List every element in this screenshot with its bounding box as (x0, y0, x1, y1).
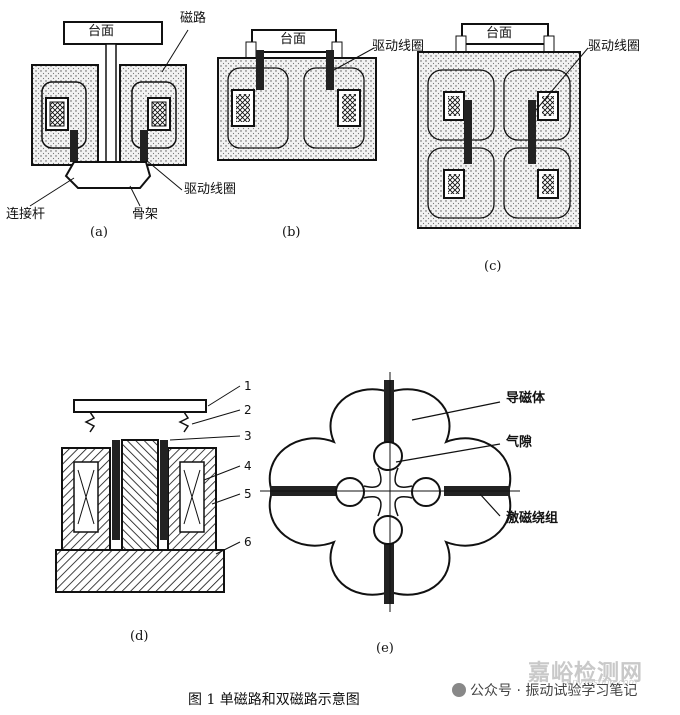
winding-bottom (384, 540, 394, 604)
watermark-url: AnyTesting.com (566, 678, 638, 688)
part-number-6: 6 (244, 535, 252, 549)
part-number-2: 2 (244, 403, 252, 417)
wechat-attribution: 公众号 · 振动试验学习笔记 (452, 680, 637, 700)
drive-coil-left (112, 440, 120, 540)
panel-b-table-label: 台面 (280, 32, 307, 47)
panel-e-caption-label: (e) (376, 641, 394, 656)
drive-coil-right (326, 50, 334, 90)
magnetic-conductor-label: 导磁体 (506, 391, 546, 406)
panel-d-caption-label: (d) (130, 629, 149, 644)
gap-top (373, 441, 403, 471)
drive-coil-left (70, 130, 78, 162)
drive-coil-left (464, 100, 472, 164)
part-number-4: 4 (244, 459, 252, 473)
drive-coil-left (256, 50, 264, 90)
center-pole (121, 439, 159, 553)
panel-c-drive-coil-label: 驱动线圈 (588, 39, 641, 54)
panel-e (260, 372, 520, 612)
panel-c-caption-label: (c) (484, 259, 502, 274)
wechat-icon (452, 683, 466, 697)
panel-a-frame-label: 骨架 (132, 207, 159, 222)
panel-b-caption-label: (b) (282, 225, 301, 240)
frame (64, 161, 152, 189)
excitation-winding-label: 激磁绕组 (506, 511, 559, 526)
panel-a-connecting-rod-label: 连接杆 (6, 207, 46, 222)
panel-a-caption-label: (a) (90, 225, 108, 240)
figure-caption: 图 1 单磁路和双磁路示意图 (188, 692, 360, 708)
drive-coil-right (140, 130, 148, 162)
table-plate (73, 399, 207, 413)
gap-right (411, 477, 441, 507)
watermark-text: 嘉峪检测网 (528, 661, 644, 686)
part-number-3: 3 (244, 429, 252, 443)
table-plate (461, 23, 549, 45)
table-plate (251, 29, 337, 53)
drive-coil-right (528, 100, 536, 164)
part-number-5: 5 (244, 487, 252, 501)
part-number-1: 1 (244, 379, 252, 393)
base (55, 549, 225, 593)
panel-b (217, 29, 377, 161)
panel-d (55, 385, 241, 593)
air-gap-label: 气隙 (506, 435, 533, 450)
panel-a-magnetic-circuit-label: 磁路 (180, 11, 207, 26)
wechat-text: 公众号 · 振动试验学习笔记 (470, 683, 638, 699)
gap-bottom (373, 515, 403, 545)
panel-a-drive-coil-label: 驱动线圈 (184, 182, 237, 197)
panel-c-table-label: 台面 (486, 26, 513, 41)
gap-left (335, 477, 365, 507)
drive-coil-right (160, 440, 168, 540)
panel-a-table-label: 台面 (88, 24, 115, 39)
panel-b-drive-coil-label: 驱动线圈 (372, 39, 425, 54)
panel-a (29, 21, 189, 207)
connecting-rod (105, 43, 117, 171)
winding-top (384, 380, 394, 444)
panel-c (417, 23, 589, 229)
